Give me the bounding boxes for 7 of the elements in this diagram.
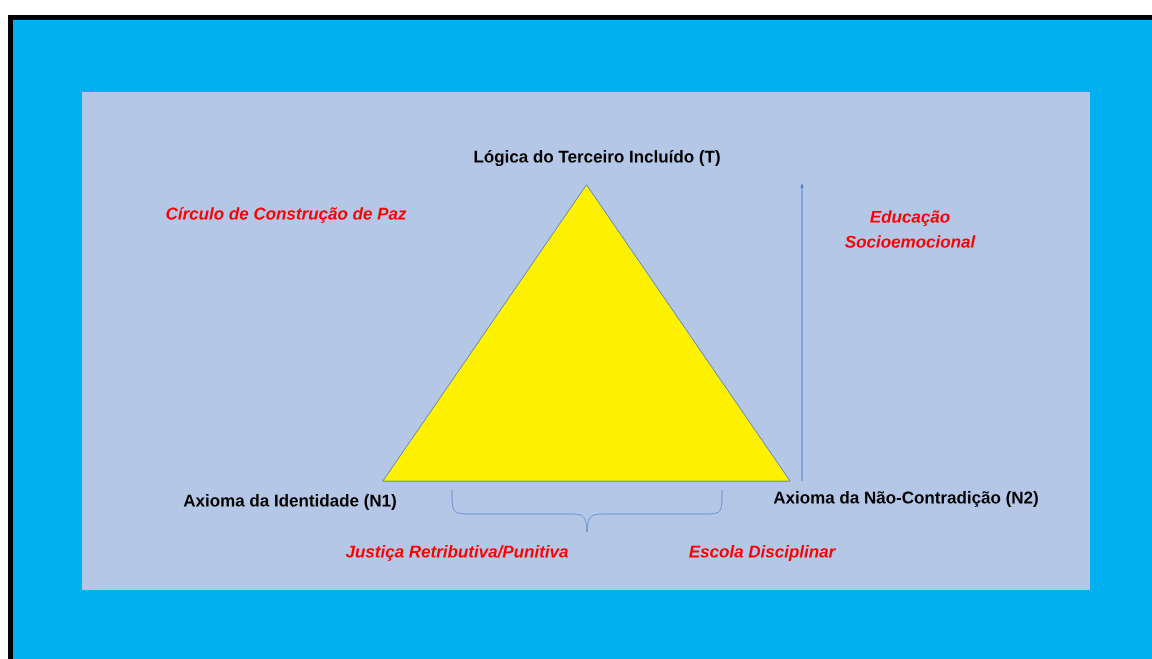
note-text: Educação Socioemocional <box>845 210 976 248</box>
note-text: Círculo de Construção de Paz <box>166 207 407 223</box>
note-text: Escola Disciplinar <box>689 545 836 561</box>
vertex-label: Lógica do Terceiro Incluído (T) <box>474 149 720 167</box>
vertex-label: Axioma da Não-Contradição (N2) <box>773 491 1038 507</box>
note-text: Justiça Retributiva/Punitiva <box>345 545 568 561</box>
vertex-label: Axioma da Identidade (N1) <box>183 494 396 510</box>
